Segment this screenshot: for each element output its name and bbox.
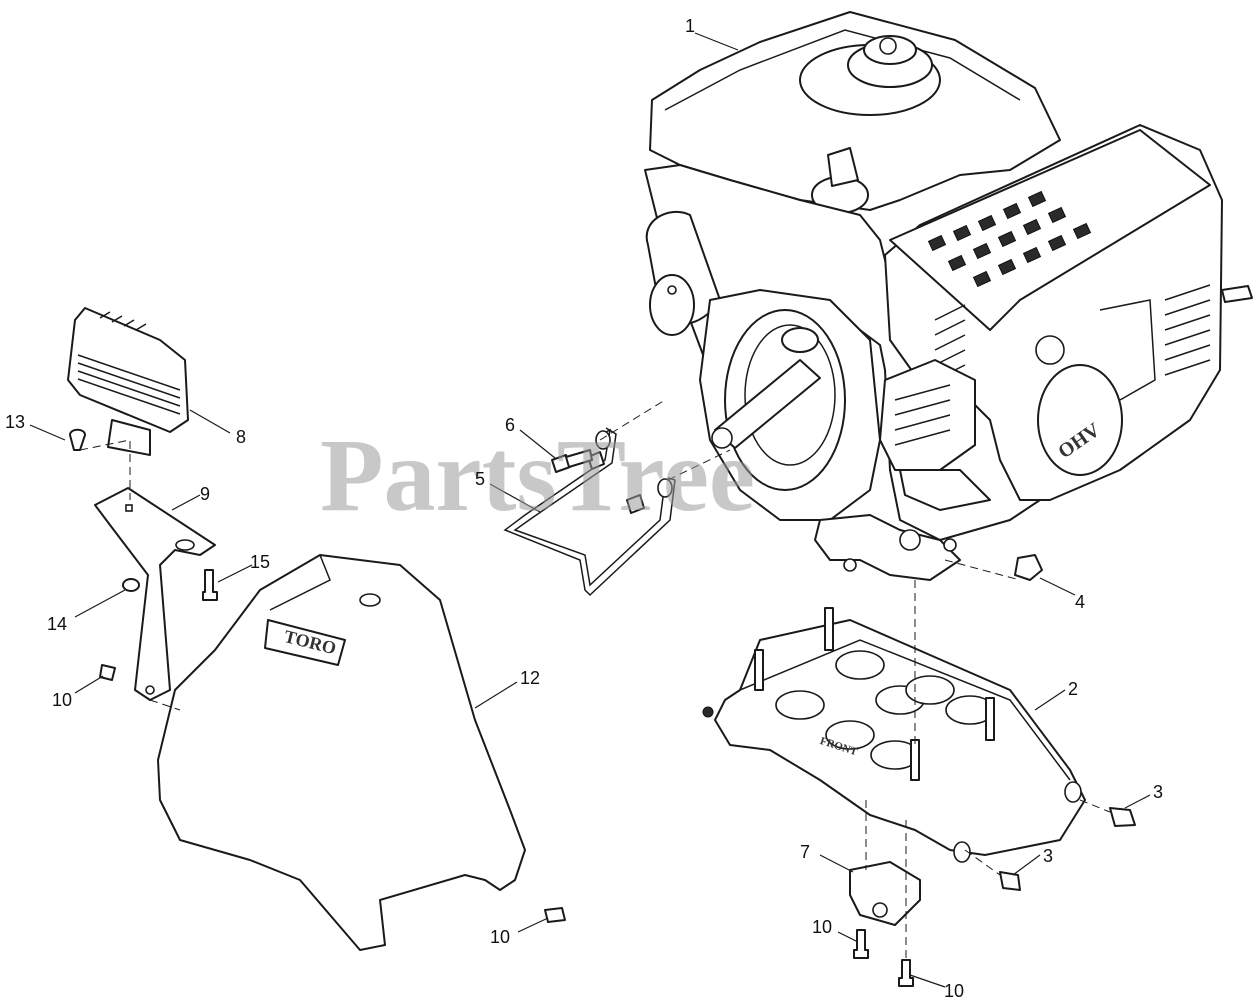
callout-3b: 3 bbox=[1043, 846, 1053, 866]
callout-10d: 10 bbox=[944, 981, 964, 1001]
fastener-bolt-3a bbox=[1109, 807, 1136, 827]
fastener-washer-14 bbox=[122, 578, 140, 592]
callout-5: 5 bbox=[475, 469, 485, 489]
callout-3a: 3 bbox=[1153, 782, 1163, 802]
callout-15: 15 bbox=[250, 552, 270, 572]
fastener-bolt-10d bbox=[898, 959, 914, 987]
headlight-illustration bbox=[67, 307, 189, 456]
callout-1: 1 bbox=[685, 16, 695, 36]
callout-8: 8 bbox=[236, 427, 246, 447]
blower-grille-icon bbox=[927, 190, 1092, 288]
callout-10a: 10 bbox=[52, 690, 72, 710]
callout-13: 13 bbox=[5, 412, 25, 432]
engine-illustration: OHV bbox=[644, 11, 1253, 581]
mount-plate-illustration: FRONT bbox=[702, 607, 1086, 863]
side-vent-icon bbox=[934, 284, 1211, 381]
callout-4: 4 bbox=[1075, 592, 1085, 612]
assembly-lines bbox=[79, 399, 1111, 960]
fastener-nut-4 bbox=[1014, 554, 1043, 581]
watermark-text: PartsTree bbox=[320, 418, 755, 533]
leader-lines bbox=[29, 32, 1151, 988]
callout-2: 2 bbox=[1068, 679, 1078, 699]
bracket-illustration bbox=[849, 861, 921, 926]
fastener-bolt-10c bbox=[853, 929, 869, 959]
fastener-bolt-10a bbox=[99, 664, 116, 681]
callout-10c: 10 bbox=[812, 917, 832, 937]
shield-illustration: TORO bbox=[157, 554, 526, 951]
fastener-bolt-3b bbox=[999, 871, 1021, 891]
callout-12: 12 bbox=[520, 668, 540, 688]
callout-14: 14 bbox=[47, 614, 67, 634]
fastener-bolt-15 bbox=[202, 569, 218, 601]
fastener-bolt-10b bbox=[544, 907, 566, 923]
callout-7: 7 bbox=[800, 842, 810, 862]
callout-labels: 1 2 3 3 4 5 6 7 8 9 10 10 10 10 12 13 14… bbox=[5, 16, 1163, 1001]
callout-10b: 10 bbox=[490, 927, 510, 947]
callout-9: 9 bbox=[200, 484, 210, 504]
callout-6: 6 bbox=[505, 415, 515, 435]
fastener-hex-bolt-6 bbox=[551, 449, 593, 473]
